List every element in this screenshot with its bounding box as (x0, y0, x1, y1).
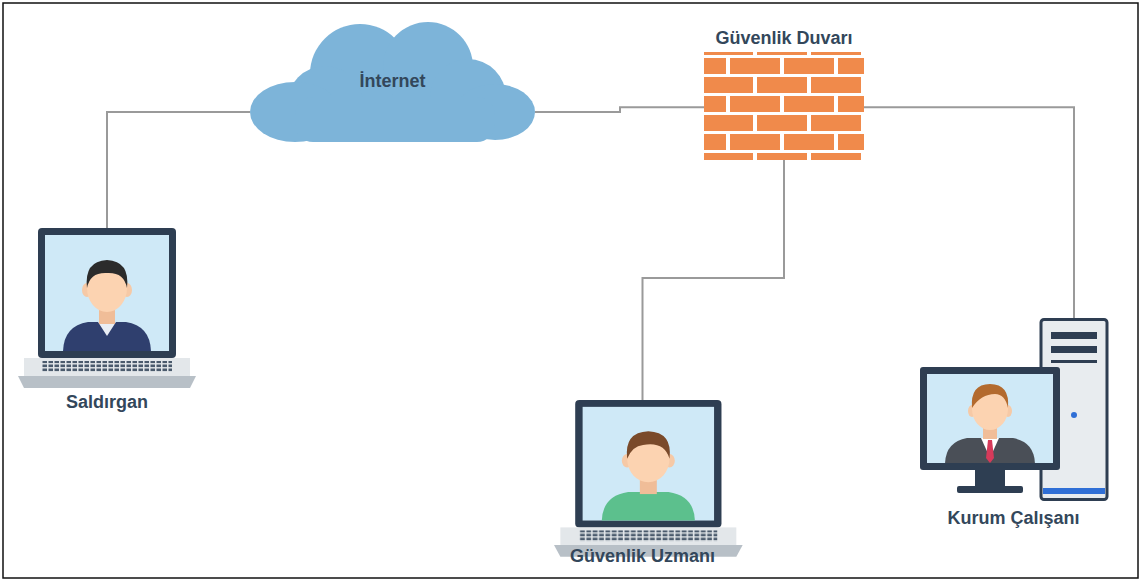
employee-desktop (920, 320, 1107, 500)
node-label: Güvenlik Duvarı (715, 28, 852, 50)
network-link (107, 112, 250, 228)
specialist-laptop (554, 400, 743, 557)
firewall-node: Güvenlik Duvarı (704, 28, 864, 160)
attacker-laptop (18, 228, 196, 388)
cloud-shape (250, 22, 535, 142)
firewall-bricks (704, 52, 864, 160)
node-label: Saldırgan (66, 392, 148, 414)
network-link (864, 107, 1074, 318)
frame (3, 3, 1138, 578)
attacker-node: Saldırgan (18, 228, 196, 414)
specialist-node: Güvenlik Uzmanı (545, 400, 740, 568)
network-link (643, 160, 785, 400)
network-link (535, 107, 704, 112)
node-label: Güvenlik Uzmanı (570, 546, 715, 568)
node-label: Kurum Çalışanı (947, 508, 1079, 530)
employee-node: Kurum Çalışanı (915, 318, 1112, 530)
node-label: İnternet (359, 71, 425, 93)
cloud-node: İnternet (250, 12, 535, 152)
